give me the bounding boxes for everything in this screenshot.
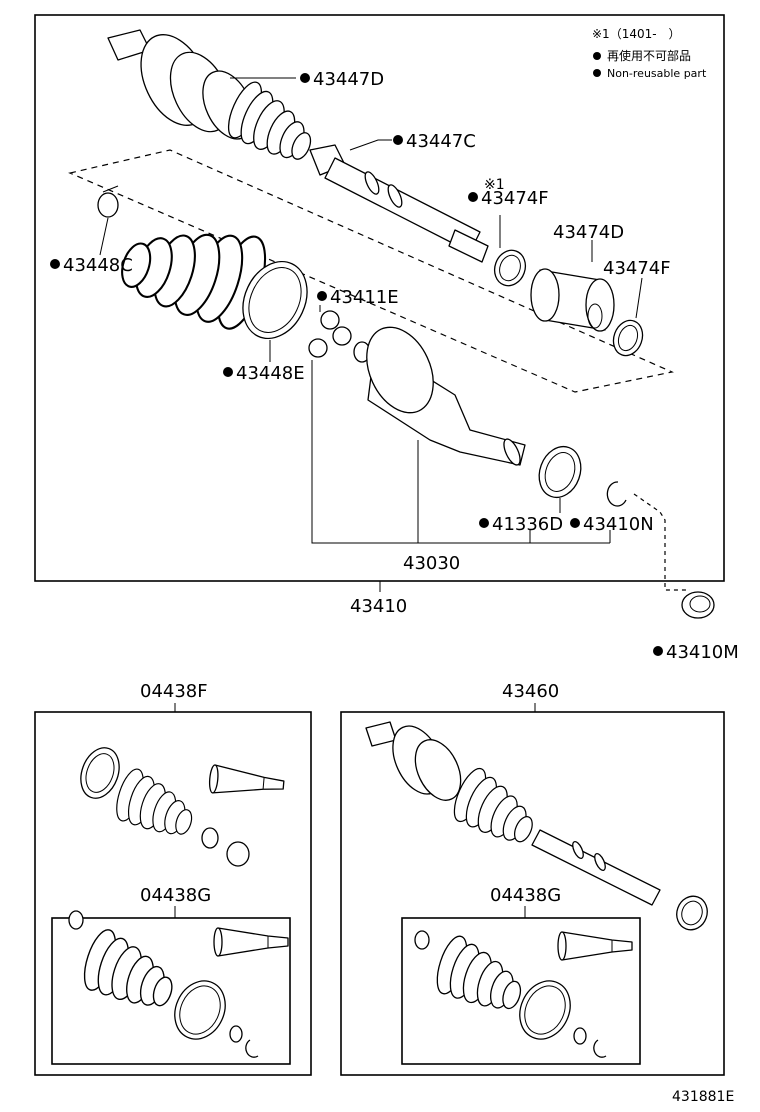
label-43410m: 43410M	[666, 642, 739, 663]
leader-lines	[99, 77, 690, 592]
kit-04438f-frame	[34, 711, 312, 1076]
label-43448c: 43448C	[63, 255, 133, 276]
snap-ring-43410n-drawing	[606, 481, 627, 507]
callouts-top: 43447D 43447C ※1 43474F 43474D 43474F 43…	[50, 69, 671, 617]
kit-04438g-right-frame	[401, 917, 641, 1065]
label-43448e: 43448E	[236, 363, 305, 384]
label-43410: 43410	[350, 596, 407, 617]
label-04438f: 04438F	[140, 681, 208, 702]
label-43474d: 43474D	[553, 222, 624, 243]
kit-04438f-parts-drawing	[80, 747, 286, 867]
clamp-43448c-drawing	[97, 185, 119, 218]
non-reusable-bullet-icon	[223, 367, 233, 377]
inboard-joint-housing-drawing	[366, 326, 526, 466]
legend-item-jp: 再使用不可部品	[607, 48, 691, 63]
label-04438g-right: 04438G	[490, 885, 561, 906]
non-reusable-bullet-icon	[50, 259, 60, 269]
non-reusable-bullet-icon	[479, 518, 489, 528]
label-43030: 43030	[403, 553, 460, 574]
non-reusable-bullet-icon	[300, 73, 310, 83]
label-41336d: 41336D	[492, 514, 563, 535]
legend-note: ※1（1401- ）	[592, 27, 681, 41]
non-reusable-bullet-icon	[653, 646, 663, 656]
label-43410n: 43410N	[583, 514, 654, 535]
bullet-icon	[593, 52, 601, 60]
seal-43410m-drawing	[681, 591, 715, 619]
label-43460: 43460	[502, 681, 559, 702]
label-43447c: 43447C	[406, 131, 476, 152]
figure-id: 431881E	[672, 1089, 734, 1105]
damper-43474d-drawing	[530, 268, 615, 332]
non-reusable-bullet-icon	[317, 291, 327, 301]
kit-04438g-right-parts-drawing	[414, 930, 633, 1058]
label-43474f-note: ※1	[484, 177, 505, 193]
label-04438g-left: 04438G	[140, 885, 211, 906]
label-43474f-b: 43474F	[603, 258, 671, 279]
kit-04438g-left-parts-drawing	[68, 910, 289, 1058]
sub-assembly-dashed-frame	[68, 149, 674, 393]
dust-seal-41336d-drawing	[538, 445, 582, 499]
label-43411e: 43411E	[330, 287, 399, 308]
assembly-43460-shaft-drawing	[365, 721, 708, 931]
tripod-joint-drawing	[308, 310, 352, 358]
ring-43474f-b-drawing	[612, 319, 644, 357]
legend-item-en: Non-reusable part	[607, 67, 707, 80]
non-reusable-bullet-icon	[570, 518, 580, 528]
non-reusable-bullet-icon	[468, 192, 478, 202]
ring-43474f-a-drawing	[493, 249, 527, 287]
legend: ※1（1401- ） 再使用不可部品 Non-reusable part	[592, 27, 707, 80]
label-43447d: 43447D	[313, 69, 384, 90]
band-43448e-drawing	[242, 260, 308, 340]
kit-04438g-left-frame	[51, 917, 291, 1065]
non-reusable-bullet-icon	[393, 135, 403, 145]
assembly-43460-frame	[340, 711, 725, 1076]
bullet-icon	[593, 69, 601, 77]
outboard-joint-shaft-drawing	[107, 29, 489, 263]
label-43474f-a: 43474F	[481, 188, 549, 209]
